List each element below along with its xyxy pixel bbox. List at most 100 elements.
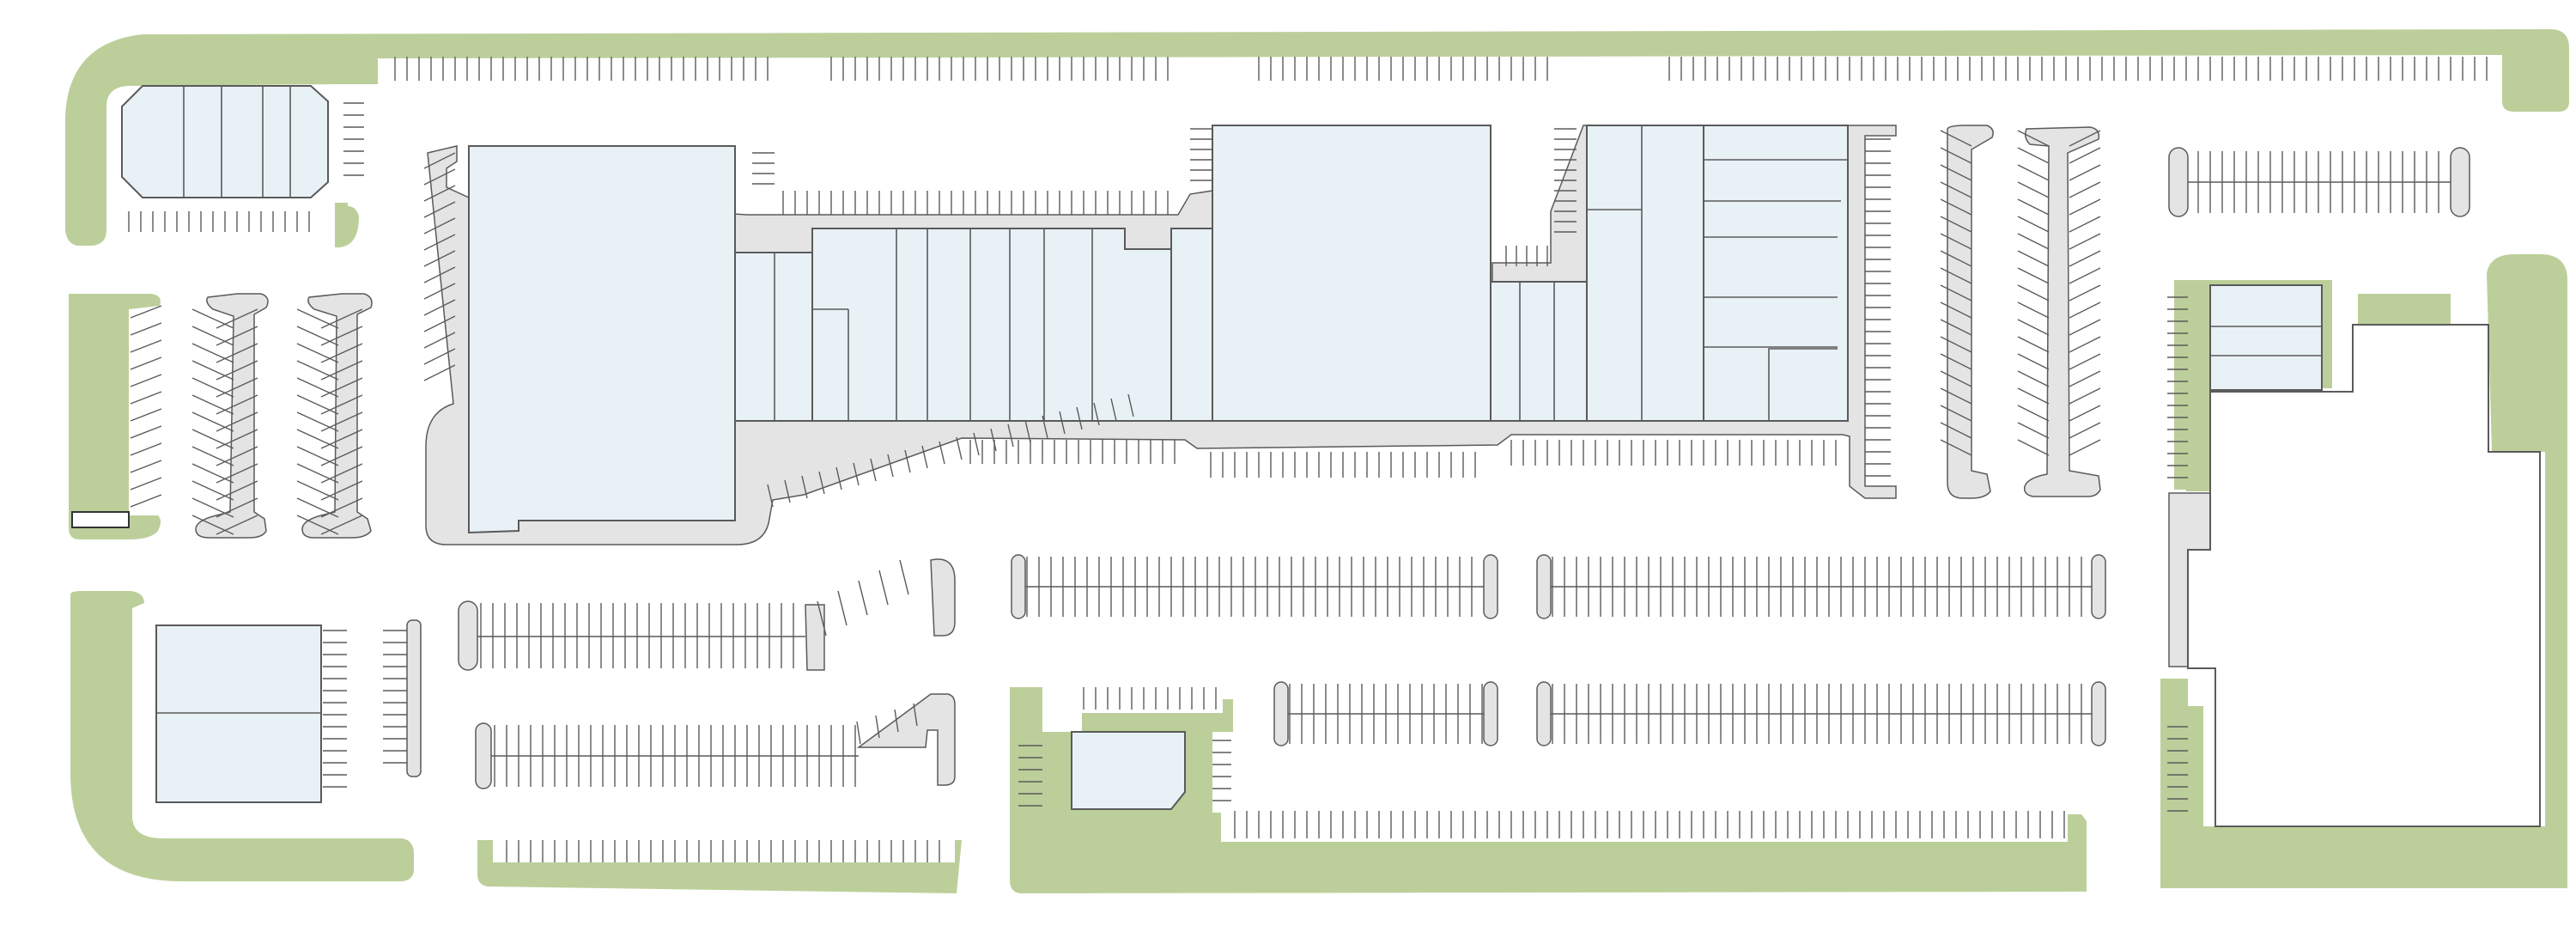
parking-stall-line	[216, 343, 258, 363]
parking-stall-line	[1940, 284, 1972, 302]
parking-stall-line	[913, 703, 918, 727]
parking-stall-line	[899, 559, 909, 595]
island-wc-stall-block	[406, 619, 422, 777]
landscape-bottom-middle	[477, 840, 962, 893]
parking-stall-line	[1940, 387, 1972, 405]
parking-stall-line	[216, 411, 258, 432]
island-ne-row-right	[2450, 147, 2470, 217]
parking-stall-line	[2069, 319, 2101, 336]
parking-stall-line	[320, 411, 363, 432]
parking-stall-line	[1024, 419, 1031, 443]
parking-stall-line	[423, 234, 456, 251]
parking-stall-line	[1007, 423, 1014, 448]
building-center-anchor	[1212, 125, 1492, 422]
parking-stall-line	[1940, 181, 1972, 198]
parking-stall-line	[216, 446, 258, 466]
parking-stall-line	[1940, 422, 1972, 439]
parking-stall-line	[130, 477, 162, 490]
island-sw-row2-end	[856, 693, 956, 786]
parking-stall-line	[423, 283, 456, 300]
row-divider-lines	[477, 181, 2451, 757]
parking-stall-line	[2069, 405, 2101, 422]
parking-stall-line	[2017, 405, 2050, 422]
island-e-row1-left	[1536, 554, 1552, 619]
parking-stall-line	[130, 356, 162, 370]
building-sw-pad	[155, 624, 322, 803]
parking-stall-line	[296, 377, 339, 398]
parking-stall-line	[423, 250, 456, 267]
parking-stall-line	[2017, 302, 2050, 319]
landscape-small-patch	[2358, 294, 2451, 325]
landscape-areas	[65, 29, 2569, 893]
parking-stall-line	[130, 442, 162, 456]
parking-stall-line	[296, 463, 339, 484]
parking-stall-line	[320, 308, 363, 329]
parking-stall-line	[878, 570, 889, 606]
parking-stall-line	[2017, 147, 2050, 164]
parking-stall-line	[858, 580, 868, 616]
landscape-left-bottom	[70, 591, 414, 881]
parking-stall-line	[320, 326, 363, 346]
parking-stall-line	[130, 322, 162, 336]
parking-stall-line	[1110, 398, 1117, 422]
parking-stall-line	[2017, 319, 2050, 336]
parking-stall-line	[191, 360, 234, 381]
parking-stall-line	[423, 266, 456, 283]
parking-stall-line	[853, 462, 860, 486]
building-west-anchor	[468, 145, 736, 534]
island-c-row1-right	[1483, 554, 1498, 619]
parking-stall-line	[296, 411, 339, 432]
parking-stall-line	[191, 377, 234, 398]
parking-stall-line	[870, 458, 877, 482]
legend-marker-bar	[71, 511, 130, 528]
parking-stall-line	[956, 436, 963, 460]
parking-stall-line	[296, 308, 339, 329]
parking-stall-line	[2069, 147, 2101, 164]
parking-stall-line	[320, 446, 363, 466]
parking-stall-line	[835, 466, 842, 490]
landscape-bottom-central	[1010, 687, 2087, 893]
parking-stall-line	[296, 446, 339, 466]
parking-stall-line	[1940, 319, 1972, 336]
parking-stall-line	[818, 471, 825, 495]
parking-stall-line	[191, 394, 234, 415]
parking-stall-line	[130, 305, 162, 319]
parking-stall-line	[130, 339, 162, 353]
parking-stall-line	[904, 449, 911, 473]
parking-stall-line	[921, 445, 928, 469]
parking-stall-line	[2017, 439, 2050, 456]
building-east-anchor	[2187, 324, 2541, 827]
parking-stall-line	[837, 590, 848, 626]
island-c-row2-left	[1273, 681, 1289, 746]
island-sw-row1-left	[458, 600, 478, 671]
building-nw-pad	[121, 85, 329, 198]
parking-stall-line	[423, 217, 456, 235]
parking-stall-line	[2017, 353, 2050, 370]
buildings	[121, 85, 2541, 827]
parking-stall-line	[2017, 216, 2050, 233]
parking-stall-line	[320, 497, 363, 518]
parking-stall-line	[216, 497, 258, 518]
parking-stall-line	[2069, 439, 2101, 456]
parking-stall-line	[130, 494, 162, 508]
parking-stall-line	[2069, 284, 2101, 302]
parking-stall-line	[191, 463, 234, 484]
landscape-right-frame	[2160, 254, 2567, 888]
parking-stall-line	[2017, 181, 2050, 198]
parking-stall-line	[2017, 370, 2050, 387]
parking-stall-line	[191, 308, 234, 329]
parking-stall-line	[1940, 439, 1972, 456]
parking-stall-line	[801, 475, 808, 499]
island-e-row2-left	[1536, 681, 1552, 746]
parking-stall-line	[191, 411, 234, 432]
parking-stall-line	[1940, 198, 1972, 216]
island-sw-row2-left	[475, 722, 492, 789]
parking-stall-line	[130, 425, 162, 439]
building-inline-shops-west	[734, 228, 1213, 422]
parking-stall-line	[216, 463, 258, 484]
parking-stall-line	[1059, 411, 1066, 435]
parking-stall-line	[320, 377, 363, 398]
parking-stall-line	[887, 454, 894, 478]
parking-stall-line	[875, 715, 880, 739]
parking-stall-line	[1940, 336, 1972, 353]
